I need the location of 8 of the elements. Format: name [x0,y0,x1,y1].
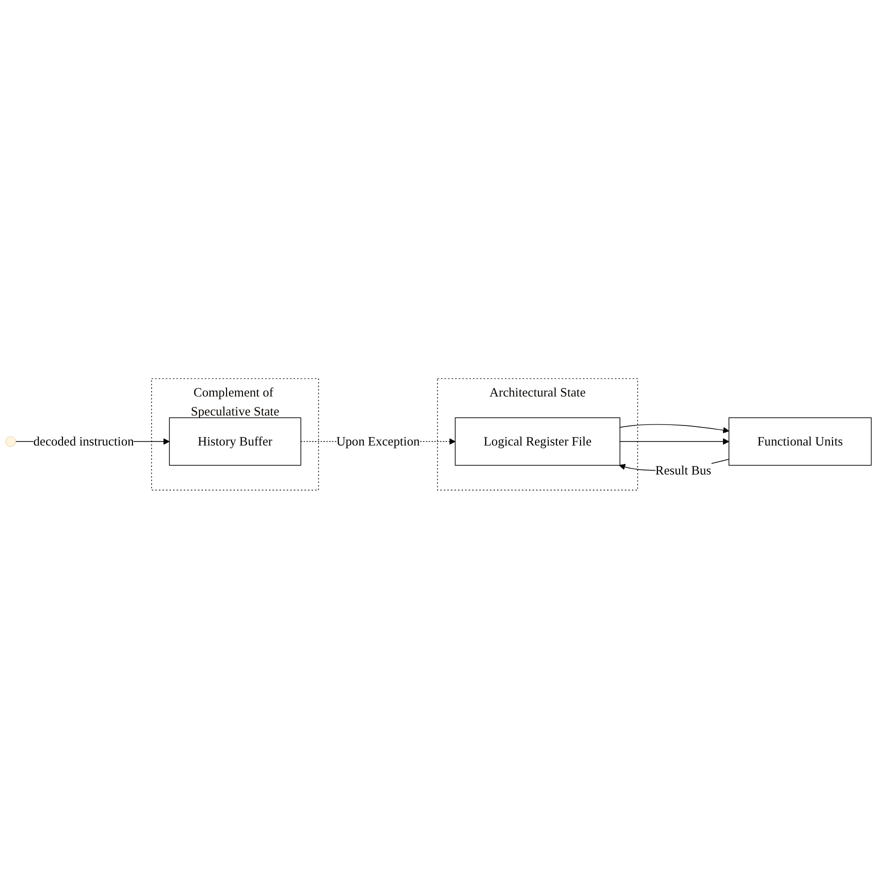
arrow [620,438,730,445]
edge-label: Upon Exception [336,434,420,448]
node-box: Logical Register File [454,417,620,466]
edge-label: decoded instruction [33,434,134,448]
arrow [620,424,730,434]
edge-label: Result Bus [655,463,712,478]
node-box: History Buffer [169,417,302,466]
node-box: Functional Units [728,417,872,466]
